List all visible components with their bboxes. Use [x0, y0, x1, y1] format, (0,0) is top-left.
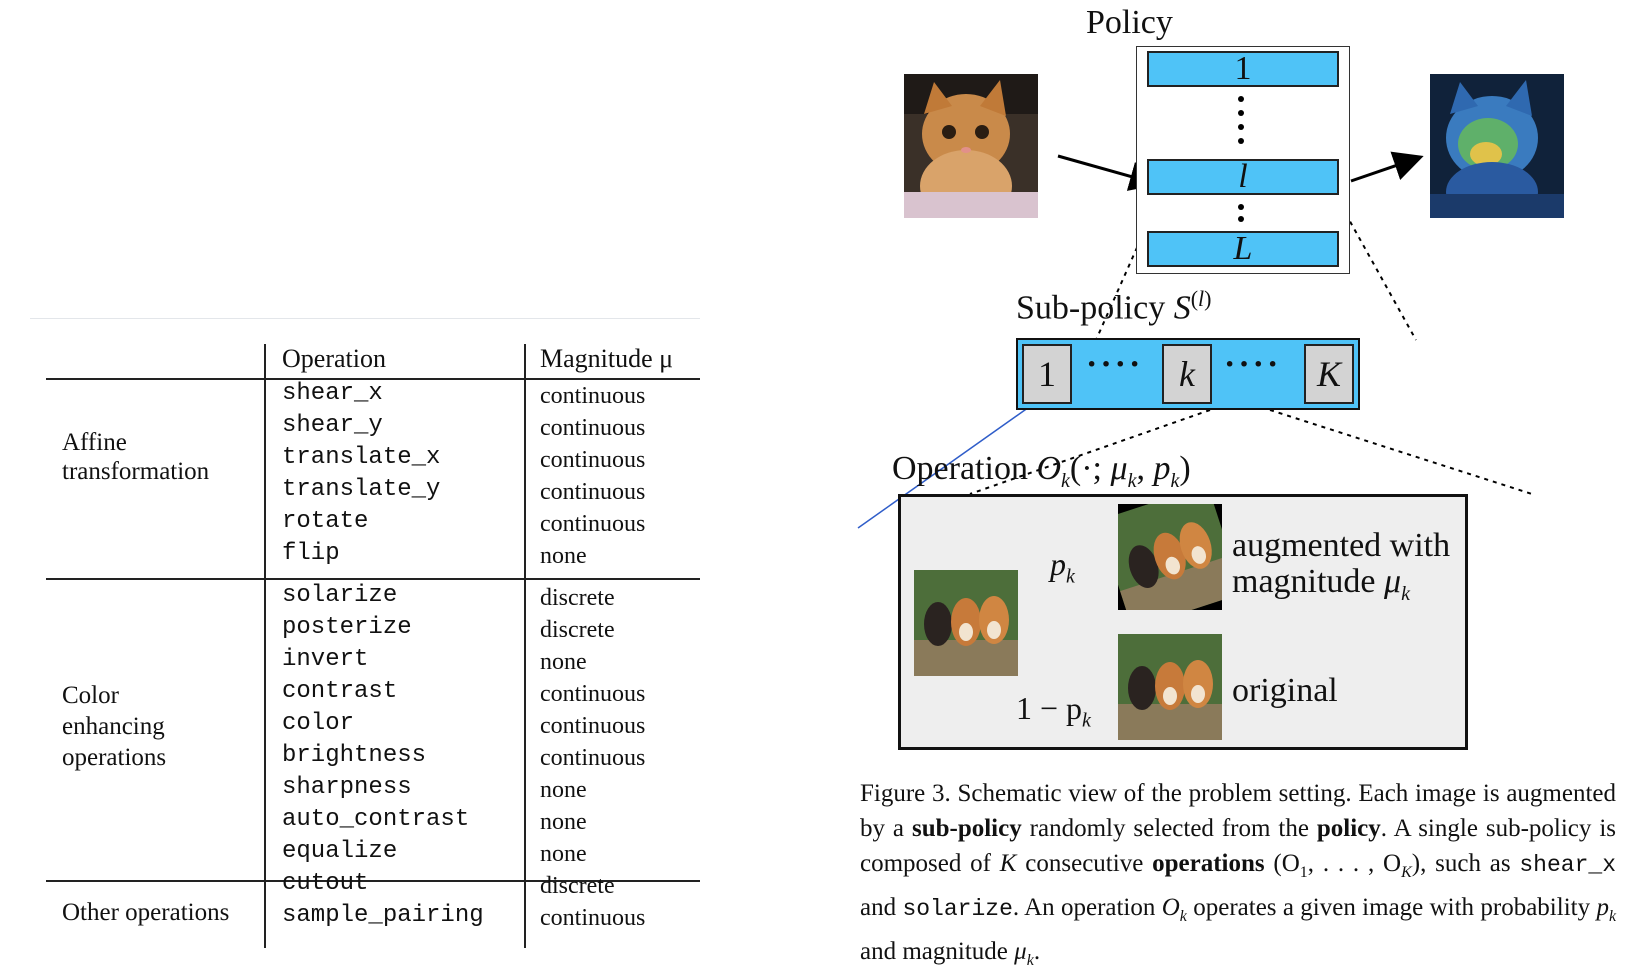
- operation-cell: cutout: [282, 870, 369, 897]
- policy-title: Policy: [1086, 4, 1173, 41]
- operation-cell: solarize: [282, 582, 398, 609]
- subpolicy-dots-right: ····: [1224, 346, 1282, 383]
- operation-cell: equalize: [282, 838, 398, 865]
- branch-prob-bottom: 1 − pk: [1016, 690, 1091, 732]
- subpolicy-title: Sub-policy S(l): [1016, 286, 1212, 327]
- operation-cell: posterize: [282, 614, 412, 641]
- input-kitten-image: [904, 74, 1038, 218]
- operation-cell: flip: [282, 540, 340, 567]
- output-arrow: [1350, 151, 1424, 183]
- operation-cell: color: [282, 710, 355, 737]
- original-dogs-image: [1118, 634, 1222, 740]
- column-rule-1: [264, 344, 266, 948]
- column-header-operation: Operation: [282, 344, 386, 373]
- output-kitten-image: [1430, 74, 1564, 218]
- operation-cell: contrast: [282, 678, 398, 705]
- magnitude-cell: none: [540, 809, 587, 835]
- figure-caption: Figure 3. Schematic view of the problem …: [860, 780, 1617, 969]
- magnitude-cell: continuous: [540, 713, 646, 739]
- operation-cell: translate_x: [282, 444, 441, 471]
- magnitude-cell: discrete: [540, 585, 615, 611]
- magnitude-cell: discrete: [540, 617, 615, 643]
- operation-cell-first: 1: [1022, 344, 1072, 404]
- figure-3: Policy 1 l L: [857, 0, 1640, 969]
- magnitude-cell: none: [540, 543, 587, 569]
- magnitude-cell: continuous: [540, 415, 646, 441]
- policy-bar-last: L: [1147, 231, 1339, 267]
- magnitude-cell: continuous: [540, 681, 646, 707]
- operation-cell: auto_contrast: [282, 806, 470, 833]
- annotation-pointer-line: [857, 387, 1057, 529]
- operation-cell: rotate: [282, 508, 369, 535]
- operation-cell: sample_pairing: [282, 902, 484, 929]
- subpolicy-box: 1 ···· k ···· K: [1016, 338, 1360, 410]
- magnitude-cell: continuous: [540, 479, 646, 505]
- group-label-other: Other operations: [62, 899, 230, 926]
- operation-cell-last: K: [1304, 344, 1354, 404]
- faint-separator: [30, 318, 700, 319]
- magnitude-cell: continuous: [540, 745, 646, 771]
- operation-title: Operation Ok(·; μk, pk): [892, 450, 1191, 492]
- policy-bar-selected: l: [1147, 159, 1339, 195]
- augmented-label: augmented with magnitude μk: [1232, 527, 1451, 605]
- group-label-color: Color enhancing operations: [62, 682, 167, 771]
- augmented-dogs-image: [1118, 504, 1222, 610]
- operation-cell: invert: [282, 646, 369, 673]
- magnitude-cell: continuous: [540, 511, 646, 537]
- zoom-line-op-right: [1269, 409, 1533, 495]
- policy-box: 1 l L: [1136, 46, 1350, 274]
- header-rule: [46, 378, 700, 380]
- magnitude-cell: none: [540, 777, 587, 803]
- magnitude-cell: continuous: [540, 383, 646, 409]
- zoom-line-right: [1336, 197, 1417, 341]
- operation-cell: brightness: [282, 742, 427, 769]
- magnitude-cell: discrete: [540, 873, 615, 899]
- operations-table: Operation Magnitude μ Affine transformat…: [0, 0, 720, 964]
- column-header-magnitude: Magnitude μ: [540, 344, 674, 373]
- magnitude-cell: continuous: [540, 905, 646, 931]
- zoom-line-left: [1095, 197, 1160, 341]
- group-label-affine: Affine transformation: [62, 429, 210, 485]
- policy-bar-first: 1: [1147, 51, 1339, 87]
- operation-cell: shear_x: [282, 380, 383, 407]
- group-rule-1: [46, 578, 700, 580]
- magnitude-cell: none: [540, 841, 587, 867]
- operation-cell: translate_y: [282, 476, 441, 503]
- zoom-line-op-left: [969, 409, 1211, 495]
- vertical-dots: [1238, 96, 1244, 222]
- magnitude-cell: none: [540, 649, 587, 675]
- operation-cell-selected: k: [1162, 344, 1212, 404]
- operation-cell: shear_y: [282, 412, 383, 439]
- column-rule-2: [524, 344, 526, 948]
- subpolicy-dots-left: ····: [1086, 346, 1144, 383]
- original-label: original: [1232, 672, 1338, 709]
- branch-prob-top: pk: [1050, 546, 1075, 588]
- magnitude-cell: continuous: [540, 447, 646, 473]
- operation-cell: sharpness: [282, 774, 412, 801]
- input-dogs-image: [914, 570, 1018, 676]
- group-rule-2: [46, 880, 700, 882]
